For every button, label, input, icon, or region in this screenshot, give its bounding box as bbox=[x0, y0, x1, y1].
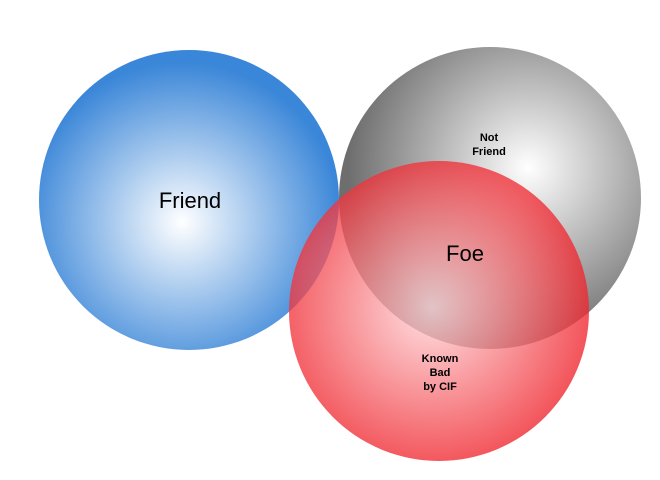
foe-label: Foe bbox=[446, 241, 484, 266]
known-bad-circle bbox=[289, 161, 589, 461]
known-bad-label-line-1: Known bbox=[422, 353, 459, 365]
known-bad-label-line-3: by CIF bbox=[423, 381, 457, 393]
not-friend-label-line-2: Friend bbox=[472, 146, 506, 158]
not-friend-label-line-1: Not bbox=[480, 132, 499, 144]
known-bad-label-line-2: Bad bbox=[430, 367, 451, 379]
friend-circle bbox=[39, 50, 339, 350]
friend-label: Friend bbox=[159, 188, 221, 213]
